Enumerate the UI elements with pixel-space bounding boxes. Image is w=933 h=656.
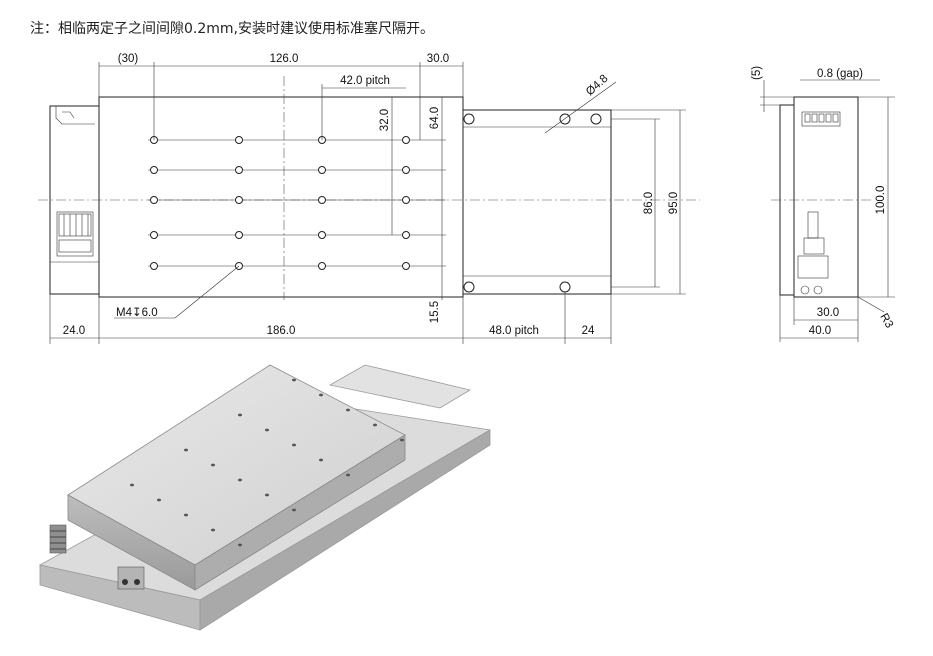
iso-hole	[157, 498, 161, 502]
mounting-hole	[150, 196, 158, 204]
mounting-hole	[150, 166, 158, 174]
iso-hole	[211, 528, 215, 532]
dim-24-left: 24.0	[63, 325, 85, 337]
iso-hole	[319, 458, 323, 462]
iso-hole	[265, 493, 269, 497]
mounting-hole	[402, 231, 410, 239]
iso-hole-grid	[130, 378, 404, 547]
dim-24-right: 24	[582, 325, 595, 337]
iso-hole	[238, 543, 242, 547]
iso-hole	[265, 428, 269, 432]
vertical-dimensions-left: 32.0 64.0 15.5	[379, 97, 443, 323]
iso-hole	[400, 438, 404, 442]
iso-hole	[184, 448, 188, 452]
mounting-hole-grid	[148, 136, 446, 270]
dim-186: 186.0	[267, 325, 296, 337]
hole-callout-m4: M4↧6.0	[116, 307, 158, 319]
side-dim-30: 30.0	[817, 307, 839, 319]
mounting-hole	[402, 262, 410, 270]
mounting-hole	[402, 166, 410, 174]
iso-hole	[130, 483, 134, 487]
dim-95: 95.0	[668, 192, 680, 214]
mounting-hole	[318, 262, 326, 270]
iso-hole	[292, 378, 296, 382]
side-dim-40: 40.0	[809, 325, 831, 337]
iso-hole	[238, 413, 242, 417]
mounting-hole	[235, 136, 243, 144]
dim-126: 126.0	[270, 53, 299, 65]
dim-pitch-48: 48.0 pitch	[489, 325, 539, 337]
right-plate	[462, 109, 612, 295]
dim-phi-4-8: Ø4.8	[584, 73, 611, 99]
installation-note: 注：相临两定子之间间隙0.2mm,安装时建议使用标准塞尺隔开。	[30, 21, 434, 37]
mounting-hole	[318, 231, 326, 239]
side-dim-gap: 0.8 (gap)	[817, 68, 863, 80]
mounting-hole	[235, 166, 243, 174]
iso-connector	[49, 524, 145, 590]
side-dim-r3: R3	[877, 312, 895, 331]
iso-hole	[319, 393, 323, 397]
mounting-hole	[318, 196, 326, 204]
dim-pitch-42: 42.0 pitch	[340, 75, 390, 87]
dim-32: 32.0	[379, 109, 391, 131]
mounting-hole	[235, 196, 243, 204]
iso-hole	[184, 513, 188, 517]
dim-64: 64.0	[429, 107, 441, 129]
mounting-hole	[402, 196, 410, 204]
iso-hole	[238, 478, 242, 482]
iso-hole	[211, 463, 215, 467]
top-view: (30) 126.0 30.0 42.0 pitch 32.0 64.0 15.…	[38, 53, 700, 344]
iso-hole	[373, 423, 377, 427]
side-dim-5: (5)	[751, 66, 763, 80]
mounting-hole	[402, 136, 410, 144]
dim-30-paren: (30)	[118, 53, 139, 65]
isometric-view	[38, 364, 492, 631]
vertical-dimensions-right: 86.0 95.0	[611, 109, 686, 295]
iso-hole	[346, 408, 350, 412]
left-connector-block	[49, 105, 100, 295]
side-view: (5) 0.8 (gap) 100.0 30.0 40.0 R3	[751, 66, 895, 342]
mounting-hole	[318, 166, 326, 174]
dim-86: 86.0	[643, 192, 655, 214]
iso-hole	[292, 443, 296, 447]
mounting-hole	[150, 231, 158, 239]
mounting-hole	[150, 262, 158, 270]
top-dimensions: (30) 126.0 30.0 42.0 pitch	[98, 53, 464, 140]
side-dim-100: 100.0	[875, 186, 887, 215]
dim-30: 30.0	[427, 53, 449, 65]
dim-15-5: 15.5	[429, 301, 441, 323]
iso-hole	[292, 508, 296, 512]
side-body	[793, 96, 859, 298]
bottom-dimensions: 24.0 186.0 48.0 pitch 24	[49, 292, 612, 344]
iso-hole	[346, 473, 350, 477]
mounting-hole	[235, 231, 243, 239]
